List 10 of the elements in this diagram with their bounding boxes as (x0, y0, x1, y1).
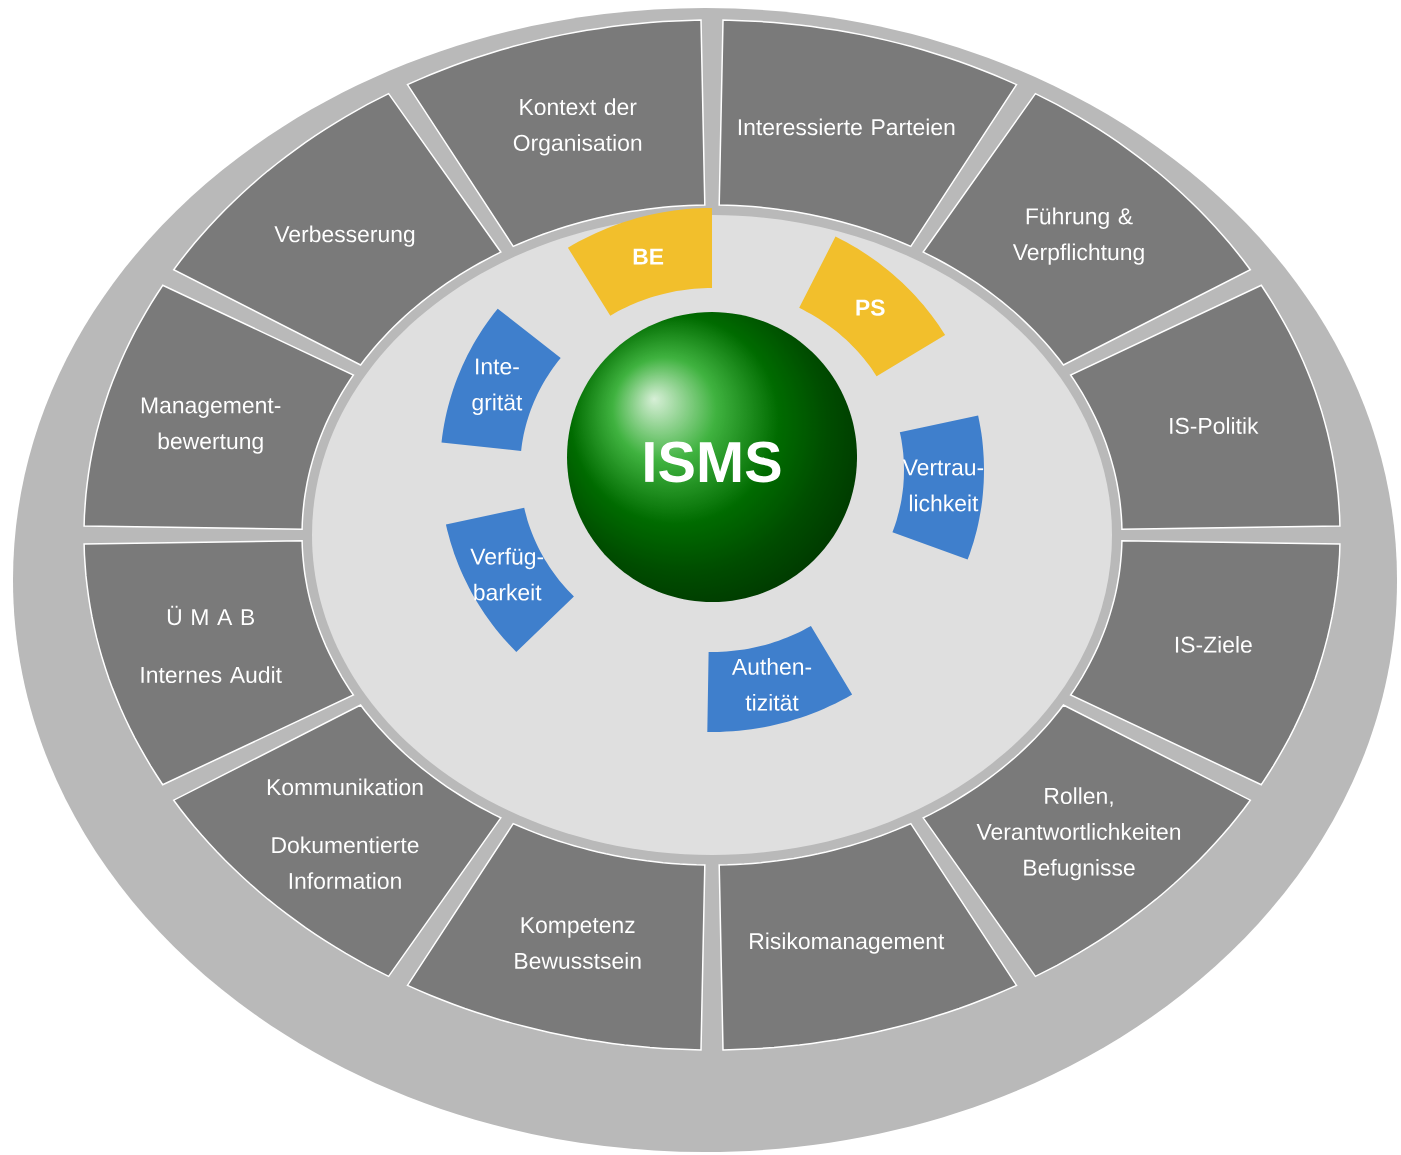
ring-segment: IS-Ziele (1069, 540, 1341, 786)
tab-segment: Authen- tizität (707, 626, 853, 732)
tab-segment: BE (567, 208, 712, 316)
tab-segment: PS (799, 236, 946, 377)
tab-segment: Inte- grität (441, 308, 561, 451)
ring-segment: IS-Politik (1069, 284, 1341, 530)
sphere: ISMS (645, 441, 781, 483)
ring-segment: Kommunikation Dokumentierte Information (172, 704, 502, 978)
ring-segment: Management- bewertung (83, 284, 355, 530)
tab-segment: Verfüg- barkeit (445, 507, 574, 652)
